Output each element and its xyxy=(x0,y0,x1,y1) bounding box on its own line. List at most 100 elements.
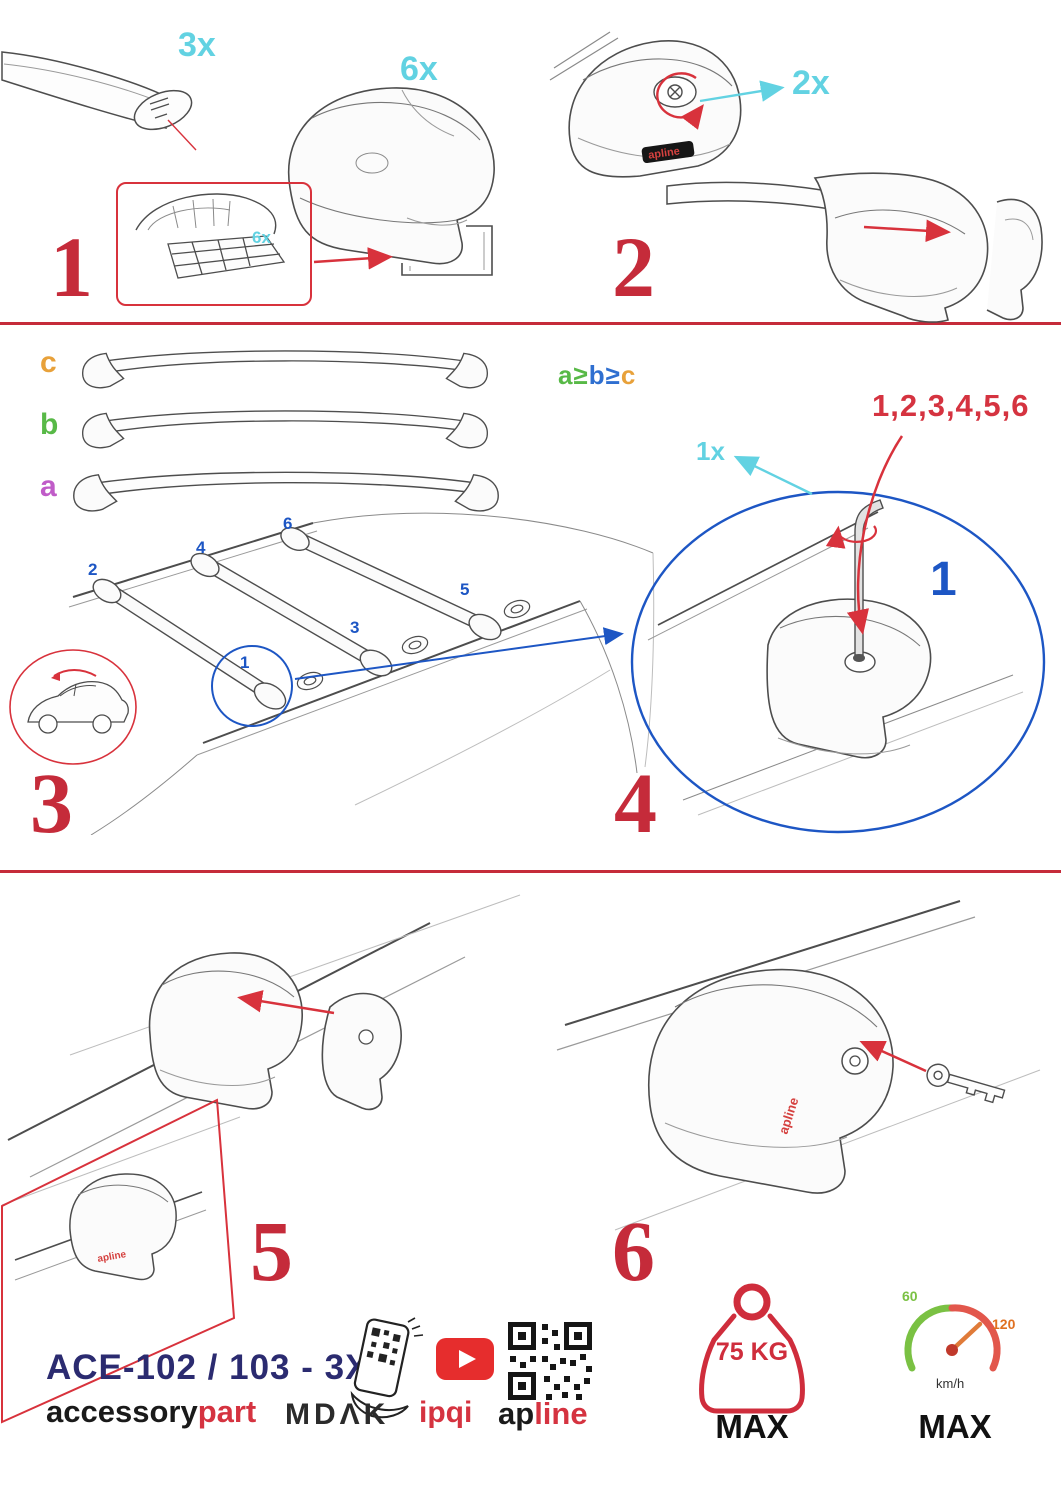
crossbar-a-illustration xyxy=(73,471,499,512)
car-body xyxy=(27,680,129,723)
lock-key-illustration-step6: apline xyxy=(556,900,1041,1231)
near-rail xyxy=(202,600,581,744)
lock-cover xyxy=(321,992,402,1111)
foot-top-illustration-step2: apline xyxy=(549,31,742,178)
apline-red: line xyxy=(534,1396,588,1431)
youtube-icon xyxy=(436,1338,494,1380)
mdak-logo: MDΛK xyxy=(285,1398,390,1431)
divider-bottom xyxy=(0,870,1061,873)
crossbar-b-illustration xyxy=(82,410,488,449)
foot-detail-box-illustration: apline xyxy=(14,1173,207,1281)
step3-number: 3 xyxy=(30,755,73,851)
speed-unit-label: km/h xyxy=(936,1376,965,1391)
apline-black: ap xyxy=(498,1396,535,1431)
foot-qty-label: 6x xyxy=(400,50,438,88)
step4-number: 4 xyxy=(614,755,657,851)
step6-number: 6 xyxy=(612,1203,655,1299)
foot-body xyxy=(766,598,932,759)
position-5: 5 xyxy=(460,580,470,599)
step5-number: 5 xyxy=(250,1203,293,1299)
foot-body xyxy=(69,1173,177,1281)
position-6: 6 xyxy=(283,514,293,533)
roof-rail xyxy=(564,900,961,1026)
rule-c: c xyxy=(620,360,637,390)
cover-attach-arrow xyxy=(863,219,951,243)
first-position-callout: 1 xyxy=(930,553,957,606)
divider-top xyxy=(0,322,1061,325)
end-cover xyxy=(986,198,1043,321)
accessorypart-black: accessory xyxy=(46,1394,198,1429)
max-weight-label: MAX xyxy=(715,1408,789,1445)
foot-body xyxy=(148,952,303,1110)
gauge-needle xyxy=(949,1321,983,1353)
bar-a-label: a xyxy=(40,470,57,503)
position-2: 2 xyxy=(88,560,98,579)
crossbar-tube-illustration xyxy=(1,51,193,131)
bar-qty-label: 3x xyxy=(178,26,216,64)
bar-pointer-line xyxy=(167,119,197,151)
ipqi-logo: ipqi xyxy=(419,1396,473,1429)
rule-b: b≥ xyxy=(588,360,621,390)
crossbar-c-illustration xyxy=(82,350,488,389)
pad-qty-label: 6x xyxy=(252,228,271,247)
bar-lines xyxy=(549,31,619,81)
bar-c-label: c xyxy=(40,346,57,379)
screw-qty-arrow xyxy=(699,80,785,103)
brand-sticker: apline xyxy=(641,140,695,164)
rubber-pad-illustration xyxy=(135,193,286,279)
key-rotate-arrow xyxy=(825,525,877,549)
bar-slot xyxy=(149,97,170,119)
windshield-edge xyxy=(579,600,638,774)
rule-a: a≥ xyxy=(558,360,589,390)
size-rule-text: a≥b≥c xyxy=(558,360,636,391)
zoom-ellipse xyxy=(630,490,1046,834)
step2-number: 2 xyxy=(612,219,655,315)
zoom-pointer-arrow xyxy=(294,627,624,680)
bar-foot-assembly-step2 xyxy=(666,172,1043,323)
cover-install-illustration-step5 xyxy=(1,894,521,1206)
key xyxy=(926,1063,1006,1104)
apline-logo: apline xyxy=(498,1396,588,1432)
qr-code xyxy=(508,1322,592,1400)
car-callout-ellipse xyxy=(9,649,137,765)
keyhole xyxy=(358,1029,374,1045)
foot-body xyxy=(813,172,989,323)
position1-circle xyxy=(211,645,293,727)
max-weight-icon xyxy=(699,1283,805,1414)
tightening-sequence: 1,2,3,4,5,6 xyxy=(872,388,1030,423)
cover-install-arrow xyxy=(237,990,335,1015)
bar-end-cap xyxy=(133,89,193,131)
screw-qty-label: 2x xyxy=(792,64,830,102)
tool-qty-arrow xyxy=(733,455,813,496)
product-code: ACE-102 / 103 - 3X xyxy=(46,1348,370,1387)
gauge-red-arc xyxy=(948,1304,1001,1372)
position-1: 1 xyxy=(240,653,250,672)
max-speed-label: MAX xyxy=(918,1408,992,1445)
car-direction-illustration xyxy=(27,669,129,734)
brand-sticker-text: apline xyxy=(97,1249,128,1265)
screw-rotate-arrow xyxy=(656,72,704,130)
position-3: 3 xyxy=(350,618,360,637)
brand-sticker-text: apline xyxy=(647,145,680,161)
rubber-insert xyxy=(167,235,286,279)
foot-body xyxy=(648,968,894,1194)
pad-detail-box: 6x xyxy=(116,182,312,306)
phone-scan-icon xyxy=(350,1317,424,1419)
max-speed-icon xyxy=(904,1304,1001,1372)
gauge-green-arc xyxy=(904,1304,956,1372)
hand-shape xyxy=(350,1390,409,1419)
bar-b-label: b xyxy=(40,408,59,441)
speed-high-label: 120 xyxy=(992,1316,1016,1332)
sequence-arrow xyxy=(846,435,904,635)
max-weight-value: 75 KG xyxy=(715,1338,789,1366)
pad-insert-arrow xyxy=(313,247,393,270)
key-insert-arrow xyxy=(859,1040,927,1073)
step5-detail-frame xyxy=(0,1098,236,1424)
foot-illustration-step1 xyxy=(287,87,495,276)
roof-rack-layout-illustration xyxy=(68,512,655,835)
step1-number: 1 xyxy=(50,219,93,315)
mounted-crossbars xyxy=(92,527,502,710)
accessorypart-red: part xyxy=(197,1394,257,1429)
